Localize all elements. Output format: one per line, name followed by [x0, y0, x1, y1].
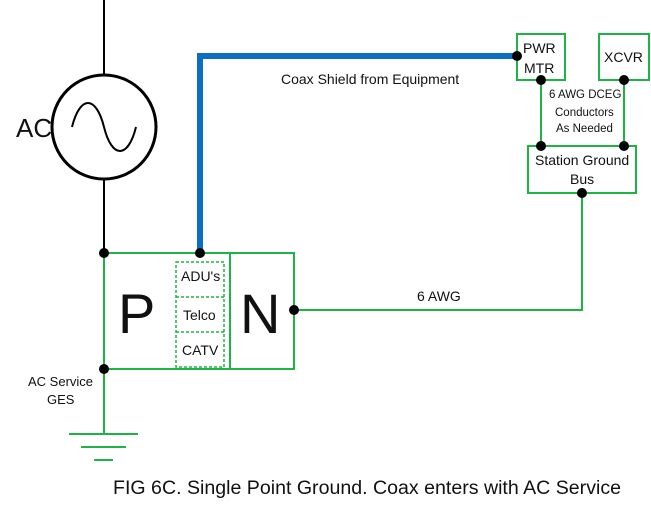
junction-ges	[99, 364, 109, 374]
awg6-conductor	[294, 193, 583, 311]
awg6-label: 6 AWG	[417, 288, 461, 304]
ac-source-icon	[50, 73, 158, 181]
protector-block	[175, 261, 225, 368]
ac-service-label-2: GES	[47, 392, 75, 407]
ac-service-label-1: AC Service	[28, 374, 93, 389]
telco-label: Telco	[183, 307, 216, 323]
dceg-label-1: 6 AWG DCEG	[549, 89, 621, 101]
junction-pwr-bottom	[536, 75, 546, 85]
junction-dots	[99, 51, 629, 374]
pwr-label: PWR	[523, 40, 556, 56]
junction-n	[289, 305, 299, 315]
n-label: N	[240, 282, 280, 345]
catv-label: CATV	[182, 342, 219, 358]
ac-label: AC	[16, 113, 52, 143]
junction-bus-bottom	[577, 188, 587, 198]
junction-coax-panel	[195, 248, 205, 258]
coax-shield-line	[197, 53, 517, 253]
dceg-label-3: As Needed	[556, 123, 613, 135]
p-label: P	[118, 282, 155, 345]
bus-label-1: Station Ground	[535, 152, 629, 168]
bus-label-2: Bus	[570, 171, 594, 187]
junction-ac-panel	[99, 248, 109, 258]
coax-shield-label: Coax Shield from Equipment	[281, 71, 459, 87]
mtr-label: MTR	[524, 60, 554, 76]
dceg-label-2: Conductors	[555, 107, 614, 119]
junction-bus-right	[619, 141, 629, 151]
junction-xcvr-bottom	[619, 75, 629, 85]
xcvr-label: XCVR	[604, 49, 643, 65]
figure-caption: FIG 6C. Single Point Ground. Coax enters…	[113, 478, 621, 499]
adus-label: ADU's	[181, 268, 220, 284]
ground-icon	[69, 433, 138, 461]
junction-coax-pwr	[512, 51, 522, 61]
junction-bus-left	[536, 141, 546, 151]
